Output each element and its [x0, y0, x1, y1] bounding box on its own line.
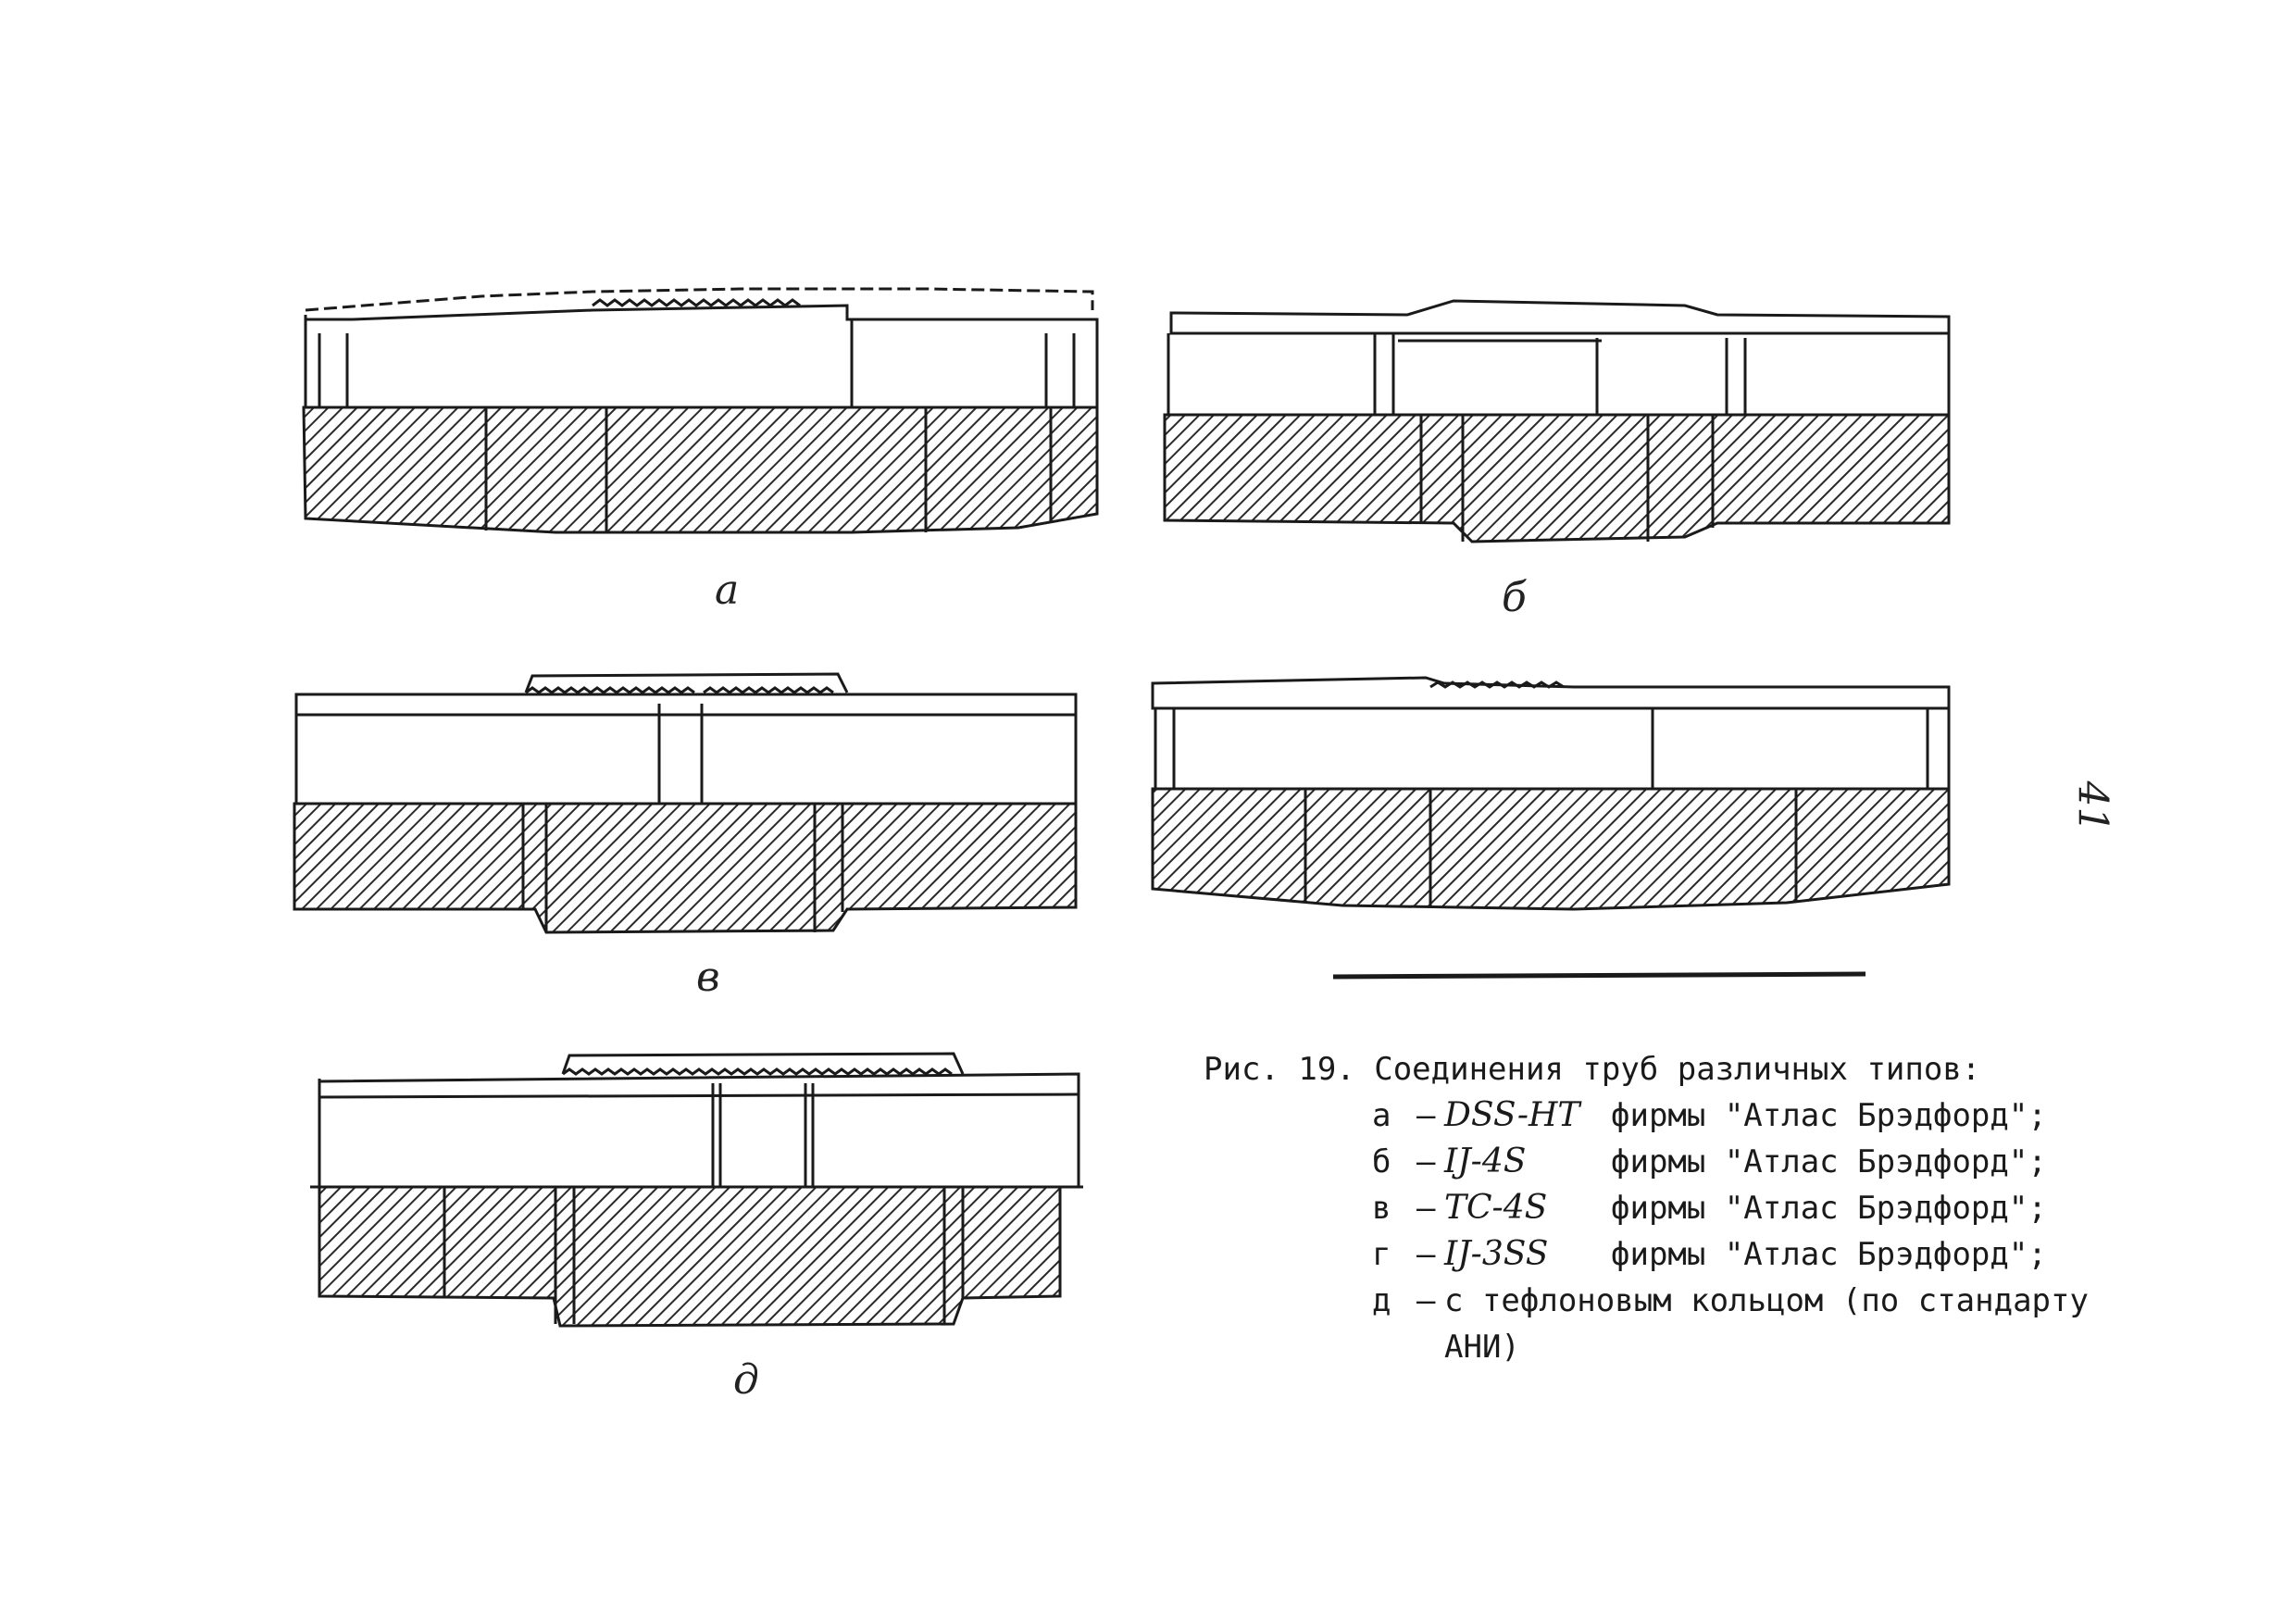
panel-d-drawing	[310, 1052, 1083, 1328]
caption-key: а	[1372, 1097, 1391, 1134]
caption-description: фирмы "Атлас Брэдфорд";	[1611, 1097, 2047, 1134]
caption-item-d: д–с тефлоновым кольцом (по стандарту АНИ…	[1372, 1278, 2129, 1370]
panel-v-drawing	[293, 672, 1078, 934]
panel-b-section-hatch	[1163, 413, 1951, 543]
caption-item-b: б–IJ-4S фирмы "Атлас Брэдфорд";	[1372, 1139, 2129, 1185]
caption-joint-type: IJ-4S	[1444, 1142, 1527, 1180]
panel-g-outer-outline	[1151, 676, 1951, 710]
panel-b-pipe-body	[1167, 333, 1951, 417]
panel-g-section-hatch	[1151, 787, 1951, 911]
panel-v-thread-right	[703, 686, 834, 694]
panel-d-coupling-outline	[561, 1052, 965, 1075]
panel-a-drawing	[302, 287, 1099, 534]
caption-description: фирмы "Атлас Брэдфорд";	[1611, 1190, 2047, 1227]
caption-continuation: АНИ)	[1444, 1329, 1520, 1366]
panel-a-pipe-body	[304, 304, 1099, 409]
caption-item-a: а–DSS-HT фирмы "Атлас Брэдфорд";	[1372, 1092, 2129, 1139]
panel-label-b: б	[1502, 574, 1527, 621]
panel-g-drawing	[1151, 676, 1951, 980]
caption-key: г	[1372, 1236, 1391, 1273]
caption-dash: –	[1416, 1190, 1436, 1227]
caption-joint-type: TC-4S	[1444, 1189, 1548, 1227]
caption-key: д	[1372, 1282, 1391, 1319]
caption-joint-type: IJ-3SS	[1444, 1235, 1549, 1273]
caption-dash: –	[1416, 1097, 1436, 1134]
panel-v-section-hatch	[293, 802, 1078, 934]
figure-caption: Рис. 19. Соединения труб различных типов…	[1204, 1046, 2129, 1370]
panel-g-thread	[1429, 680, 1565, 689]
panel-d-pipe-body	[318, 1072, 1080, 1189]
panel-v-thread-left	[525, 686, 695, 694]
caption-key: в	[1372, 1190, 1391, 1227]
panel-v-coupling-outline	[524, 672, 849, 693]
caption-dash: –	[1416, 1143, 1436, 1180]
panel-d-section-hatch	[318, 1185, 1062, 1328]
caption-title: Рис. 19. Соединения труб различных типов…	[1204, 1051, 1981, 1088]
caption-description: с тефлоновым кольцом (по стандарту	[1444, 1282, 2089, 1319]
panel-label-d: д	[733, 1356, 759, 1404]
panel-a-section-hatch	[302, 406, 1099, 534]
caption-description: фирмы "Атлас Брэдфорд";	[1611, 1143, 2047, 1180]
panel-b-drawing	[1163, 299, 1951, 543]
panel-d-thread	[562, 1067, 953, 1076]
caption-dash: –	[1416, 1236, 1436, 1273]
panel-label-a: а	[715, 567, 740, 614]
panel-a-thread	[592, 298, 801, 307]
panel-label-v: в	[696, 954, 720, 1001]
caption-dash: –	[1416, 1282, 1436, 1319]
panel-b-outer-outline	[1169, 299, 1951, 335]
panel-a-outer-outline	[305, 287, 1094, 312]
caption-description: фирмы "Атлас Брэдфорд";	[1611, 1236, 2047, 1273]
caption-key: б	[1372, 1143, 1391, 1180]
caption-item-v: в–TC-4S фирмы "Атлас Брэдфорд";	[1372, 1185, 2129, 1231]
caption-item-g: г–IJ-3SS фирмы "Атлас Брэдфорд";	[1372, 1231, 2129, 1278]
panel-v-pipe-body	[294, 693, 1078, 805]
page-number: 41	[2068, 780, 2116, 833]
panel-g-pipe-body	[1154, 708, 1951, 791]
separator-rule	[1332, 971, 1866, 980]
caption-joint-type: DSS-HT	[1444, 1096, 1580, 1134]
